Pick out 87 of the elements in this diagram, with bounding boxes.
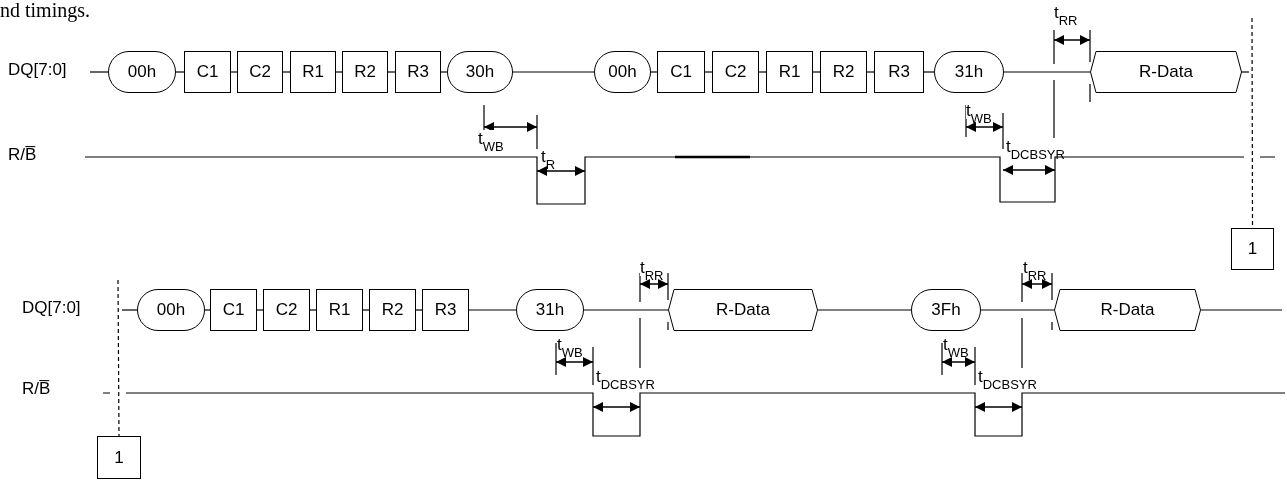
bus-line	[1003, 71, 1091, 73]
node-label: R2	[354, 61, 376, 84]
bus-line	[980, 309, 1055, 311]
node-label: 31h	[954, 61, 984, 84]
bus-line	[1241, 71, 1250, 73]
address-cycle-box	[712, 51, 759, 93]
node-label: R2	[381, 299, 404, 322]
address-cycle-box	[184, 51, 231, 93]
bus-line	[335, 71, 343, 73]
address-cycle-box	[290, 51, 336, 93]
data-phase-hexagon	[668, 289, 818, 331]
address-cycle-box	[422, 289, 469, 331]
node-label: R2	[832, 61, 855, 84]
bus-line	[256, 309, 264, 311]
bus-line	[415, 309, 423, 311]
address-cycle-box	[237, 51, 283, 93]
signal-name: DQ[7:0]	[22, 299, 81, 316]
page-break-line	[117, 279, 120, 437]
bus-line	[468, 309, 517, 311]
command-pill	[911, 289, 981, 331]
bus-line	[923, 71, 935, 73]
command-pill	[137, 289, 205, 331]
node-label: R-Data	[716, 299, 770, 322]
node-label: R1	[302, 61, 324, 84]
bus-line	[866, 71, 875, 73]
address-cycle-box	[263, 289, 310, 331]
address-cycle-box	[874, 51, 924, 93]
bus-line	[309, 309, 317, 311]
node-label: R-Data	[1100, 299, 1155, 322]
command-pill	[108, 51, 176, 93]
node-label: R1	[328, 299, 351, 322]
node-label: R3	[407, 61, 429, 84]
node-label: C1	[670, 61, 692, 84]
command-pill	[934, 51, 1004, 93]
command-pill	[516, 289, 584, 331]
address-cycle-box	[657, 51, 705, 93]
node-label: 1	[114, 446, 124, 469]
node-label: R3	[888, 61, 910, 84]
node-label: 31h	[535, 299, 565, 322]
bus-line	[812, 71, 821, 73]
bus-line	[758, 71, 767, 73]
bus-line	[121, 309, 138, 311]
bus-line	[175, 71, 185, 73]
address-cycle-box	[316, 289, 363, 331]
node-label: 3Fh	[931, 299, 961, 322]
address-cycle-box	[395, 51, 441, 93]
bus-line	[704, 71, 713, 73]
bus-line	[282, 71, 291, 73]
bus-line	[440, 71, 448, 73]
bus-line	[650, 71, 658, 73]
node-label: C2	[724, 61, 747, 84]
node-label: R1	[778, 61, 801, 84]
command-pill	[594, 51, 651, 93]
data-phase-hexagon	[1090, 51, 1242, 93]
node-label: 00h	[608, 61, 637, 84]
bus-line	[204, 309, 211, 311]
bus-line	[89, 71, 109, 73]
data-phase-hexagon	[1054, 289, 1201, 331]
text-fragment: nd timings.	[0, 0, 90, 20]
bus-line	[1200, 309, 1283, 311]
address-cycle-box	[766, 51, 813, 93]
node-label: R3	[434, 299, 457, 322]
node-label: C2	[275, 299, 298, 322]
node-label: 00h	[156, 299, 186, 322]
signal-name: R/B̅	[8, 146, 37, 163]
address-cycle-box	[210, 289, 257, 331]
signal-name: R/B̅	[22, 380, 51, 397]
page-connector-box	[1231, 228, 1274, 270]
signal-name: DQ[7:0]	[8, 61, 67, 78]
bus-line	[387, 71, 396, 73]
address-cycle-box	[820, 51, 867, 93]
node-label: C1	[222, 299, 245, 322]
bus-line	[512, 71, 595, 73]
page-connector-box	[97, 436, 141, 479]
node-label: 00h	[127, 61, 157, 84]
node-label: R-Data	[1139, 61, 1193, 84]
node-label: C2	[249, 61, 271, 84]
node-label: C1	[196, 61, 219, 84]
address-cycle-box	[342, 51, 388, 93]
bus-line	[230, 71, 238, 73]
address-cycle-box	[369, 289, 416, 331]
bus-line	[817, 309, 912, 311]
bus-line	[362, 309, 370, 311]
node-label: 1	[1247, 238, 1258, 261]
node-label: 30h	[465, 61, 495, 84]
bus-line	[583, 309, 669, 311]
command-pill	[447, 51, 513, 93]
